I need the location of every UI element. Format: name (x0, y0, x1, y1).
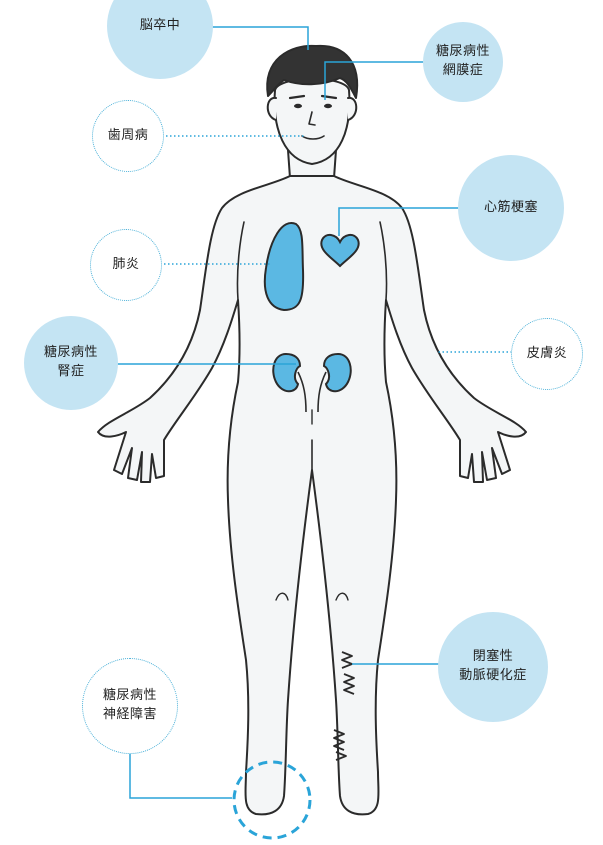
label-dermatitis-text: 皮膚炎 (527, 345, 568, 364)
label-diabetic-nephropathy: 糖尿病性 腎症 (24, 316, 118, 410)
kidney-right (324, 354, 351, 391)
face (275, 79, 350, 164)
label-stroke-text: 脳卒中 (140, 17, 181, 36)
label-diabetic-neuropathy: 糖尿病性 神経障害 (82, 658, 178, 754)
label-diabetic-nephropathy-text: 糖尿病性 腎症 (44, 344, 98, 382)
label-arteriosclerosis: 閉塞性 動脈硬化症 (438, 612, 548, 722)
label-pneumonia: 肺炎 (90, 229, 162, 301)
eye-right (324, 104, 332, 108)
ear-left (268, 98, 276, 120)
label-pneumonia-text: 肺炎 (112, 256, 139, 275)
label-periodontal: 歯周病 (92, 100, 164, 172)
kidney-left (273, 354, 300, 391)
label-myocardial-infarction: 心筋梗塞 (458, 155, 564, 261)
connector-neuropathy (130, 752, 232, 798)
eye-left (294, 104, 302, 108)
ear-right (348, 98, 356, 120)
label-diabetic-retinopathy: 糖尿病性 網膜症 (423, 22, 503, 102)
label-periodontal-text: 歯周病 (108, 127, 149, 146)
label-diabetic-neuropathy-text: 糖尿病性 神経障害 (103, 687, 157, 725)
connector-stroke (212, 27, 308, 50)
label-diabetic-retinopathy-text: 糖尿病性 網膜症 (436, 43, 490, 81)
label-dermatitis: 皮膚炎 (511, 318, 583, 390)
label-myocardial-infarction-text: 心筋梗塞 (484, 199, 538, 218)
label-arteriosclerosis-text: 閉塞性 動脈硬化症 (459, 648, 527, 686)
head (267, 46, 357, 164)
